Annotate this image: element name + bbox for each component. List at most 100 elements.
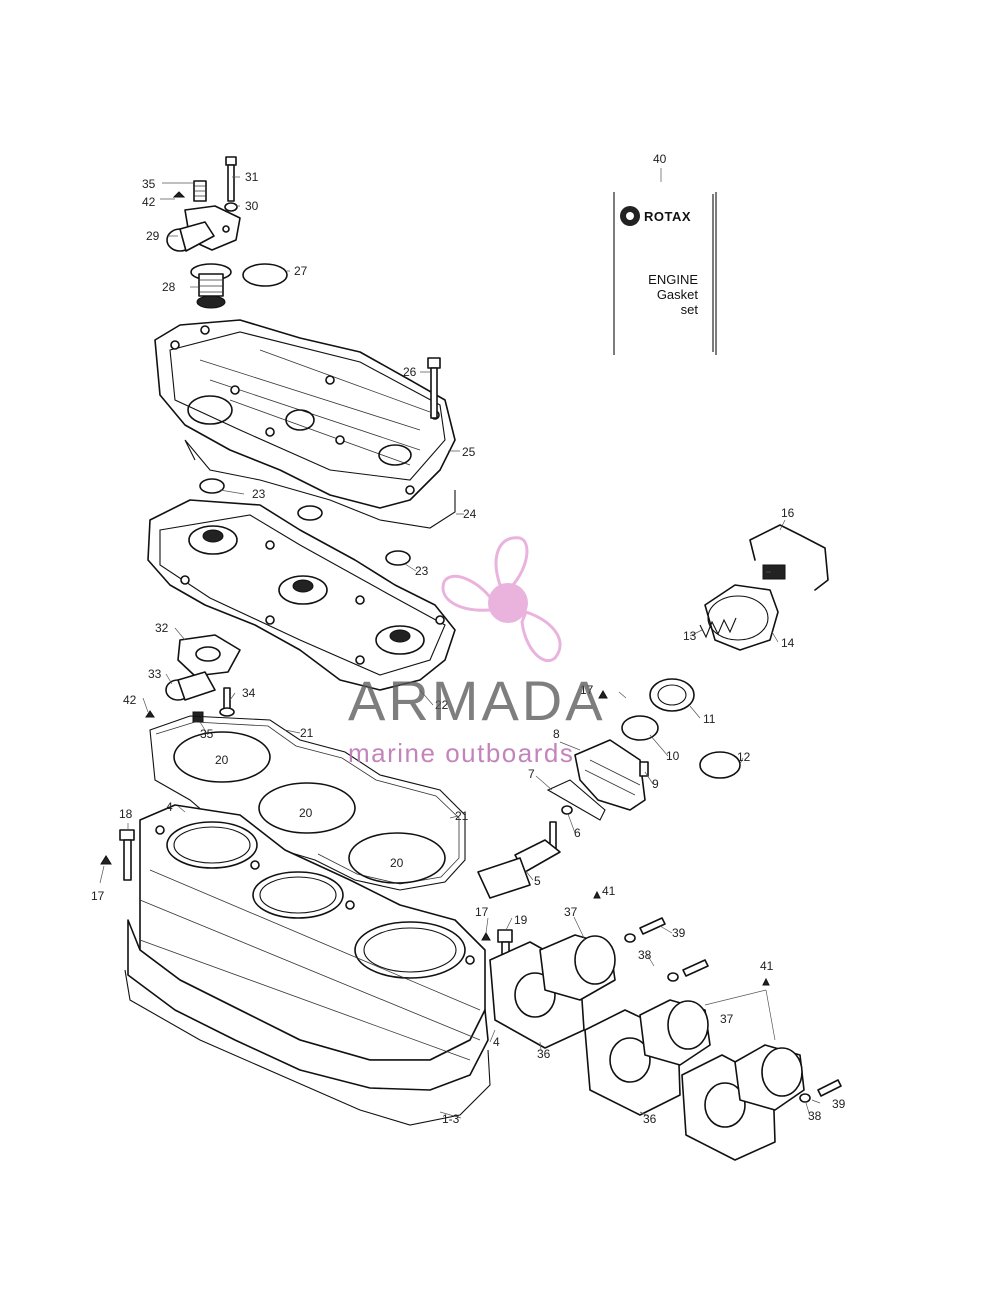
- callout-37: 37: [564, 905, 578, 919]
- plug-42-lower: [145, 710, 155, 718]
- plug-17-mid: [481, 931, 491, 941]
- callout-17: 17: [91, 889, 105, 903]
- plug-41-b: [762, 977, 770, 986]
- callout-6: 6: [574, 826, 581, 840]
- callout-35: 35: [200, 727, 214, 741]
- callout-23: 23: [252, 487, 266, 501]
- housing-10: [621, 715, 659, 741]
- callout-21: 21: [455, 809, 469, 823]
- manifold-37-b: [639, 999, 711, 1066]
- elbow-33: [165, 671, 216, 701]
- cylinder-block: [127, 804, 489, 1091]
- callout-16: 16: [781, 506, 795, 520]
- callout-29: 29: [146, 229, 160, 243]
- callout-23: 23: [415, 564, 429, 578]
- callout-24: 24: [463, 507, 477, 521]
- callout-40: 40: [653, 152, 667, 166]
- cover-14: [704, 584, 779, 651]
- o-ring-23-mid: [297, 505, 323, 521]
- gear-icon: [620, 206, 640, 226]
- bolt-26: [427, 357, 441, 419]
- o-ring-23-right: [385, 550, 411, 566]
- callout-21: 21: [300, 726, 314, 740]
- callout-33: 33: [148, 667, 162, 681]
- callout-41: 41: [760, 959, 774, 973]
- watermark-tagline: marine outboards: [348, 738, 575, 768]
- water-outlet-32: [177, 634, 241, 677]
- callout-9: 9: [652, 777, 659, 791]
- kit-logo: ROTAX: [620, 206, 691, 226]
- watermark-brand: ARMADA: [348, 669, 606, 732]
- gasket-7: [546, 779, 606, 821]
- gasket-kit-card: [613, 192, 717, 355]
- callout-41: 41: [602, 884, 616, 898]
- callout-4: 4: [493, 1035, 500, 1049]
- callout-32: 32: [155, 621, 169, 635]
- callout-20: 20: [215, 753, 229, 767]
- kit-description: ENGINE Gasket set: [626, 272, 698, 317]
- kit-line-1: ENGINE: [648, 272, 698, 287]
- callout-17: 17: [475, 905, 489, 919]
- bolt-39-b: [817, 1079, 842, 1097]
- callout-19: 19: [514, 913, 528, 927]
- base-gasket-1-3: [124, 969, 491, 1126]
- gasket-24: [184, 439, 456, 529]
- callout-22: 22: [435, 698, 449, 712]
- callout-15: 15: [768, 564, 782, 578]
- callout-1-3: 1-3: [442, 1112, 460, 1126]
- callout-25: 25: [462, 445, 476, 459]
- cylinder-head-22: [147, 499, 456, 691]
- callout-7: 7: [528, 767, 535, 781]
- callout-8: 8: [553, 727, 560, 741]
- callout-17: 17: [580, 683, 594, 697]
- manifold-37-a: [539, 934, 616, 1001]
- cylinder-head-cover-25: [154, 319, 456, 509]
- fitting-35-top: [193, 180, 207, 202]
- callout-42: 42: [142, 195, 156, 209]
- bolt-39-mid: [682, 959, 709, 977]
- washer-38-mid: [667, 972, 679, 982]
- plug-41-a: [593, 890, 601, 899]
- callout-12: 12: [737, 750, 751, 764]
- callout-30: 30: [245, 199, 259, 213]
- callout-20: 20: [390, 856, 404, 870]
- callout-39: 39: [672, 926, 686, 940]
- callout-18: 18: [119, 807, 133, 821]
- callout-13: 13: [683, 629, 697, 643]
- washer-38-b: [799, 1093, 811, 1103]
- callout-20: 20: [299, 806, 313, 820]
- washer-30: [224, 202, 238, 212]
- washer-38-a: [624, 933, 636, 943]
- callout-36: 36: [643, 1112, 657, 1126]
- bolt-39-a: [639, 917, 666, 935]
- callout-14: 14: [781, 636, 795, 650]
- bolt-18: [119, 829, 135, 881]
- callout-42: 42: [123, 693, 137, 707]
- callout-26: 26: [403, 365, 417, 379]
- kit-line-2: Gasket: [656, 287, 698, 302]
- kit-line-3: set: [680, 302, 698, 317]
- manifold-37-c: [734, 1044, 805, 1111]
- callout-31: 31: [245, 170, 259, 184]
- ring-20-b: [258, 782, 356, 834]
- spring-clip-16: [749, 524, 829, 591]
- ring-20-a: [173, 731, 271, 783]
- plug-17-left: [100, 855, 112, 865]
- callout-37: 37: [720, 1012, 734, 1026]
- o-ring-12: [699, 751, 741, 779]
- callout-36: 36: [537, 1047, 551, 1061]
- plug-42-top: [172, 191, 186, 198]
- washer-6: [561, 805, 573, 815]
- callout-39: 39: [832, 1097, 846, 1111]
- o-ring-23-left: [199, 478, 225, 494]
- spring-13: [699, 617, 737, 639]
- o-ring-27: [242, 263, 288, 287]
- callout-28: 28: [162, 280, 176, 294]
- callout-10: 10: [666, 749, 680, 763]
- callout-4: 4: [166, 800, 173, 814]
- callout-34: 34: [242, 686, 256, 700]
- valve-5: [477, 821, 561, 899]
